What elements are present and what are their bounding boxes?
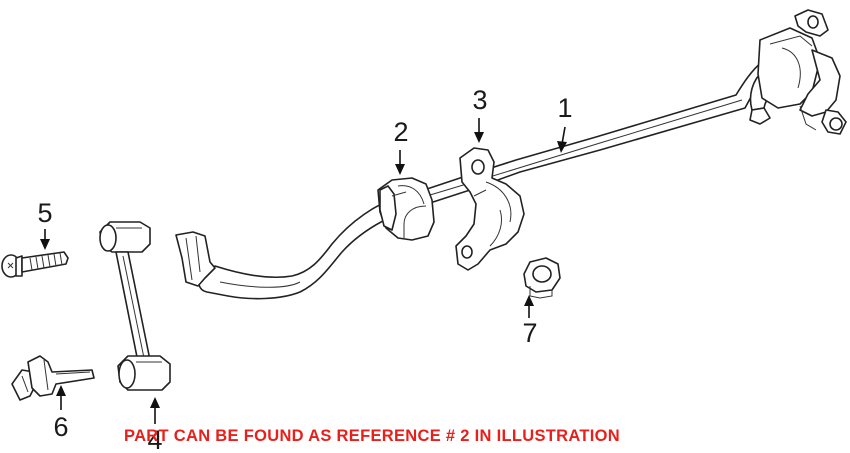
callout-6: 6 (53, 412, 69, 442)
stud-part-6 (11, 355, 95, 401)
callout-3: 3 (472, 85, 488, 115)
callout-7: 7 (522, 318, 538, 348)
reference-caption: PART CAN BE FOUND AS REFERENCE # 2 IN IL… (124, 427, 620, 445)
stabilizer-bar-part-1 (175, 9, 847, 300)
callout-1: 1 (557, 93, 573, 123)
callout-2: 2 (393, 117, 409, 147)
bushing-part-2 (377, 177, 435, 241)
stabilizer-link-part-4 (99, 221, 171, 391)
bracket-part-3 (455, 147, 525, 271)
bolt-part-5 (1, 251, 69, 278)
callout-5: 5 (37, 198, 53, 228)
nut-part-7 (523, 257, 561, 299)
callout-arrows (40, 118, 567, 424)
callout-4: 4 (147, 425, 163, 453)
